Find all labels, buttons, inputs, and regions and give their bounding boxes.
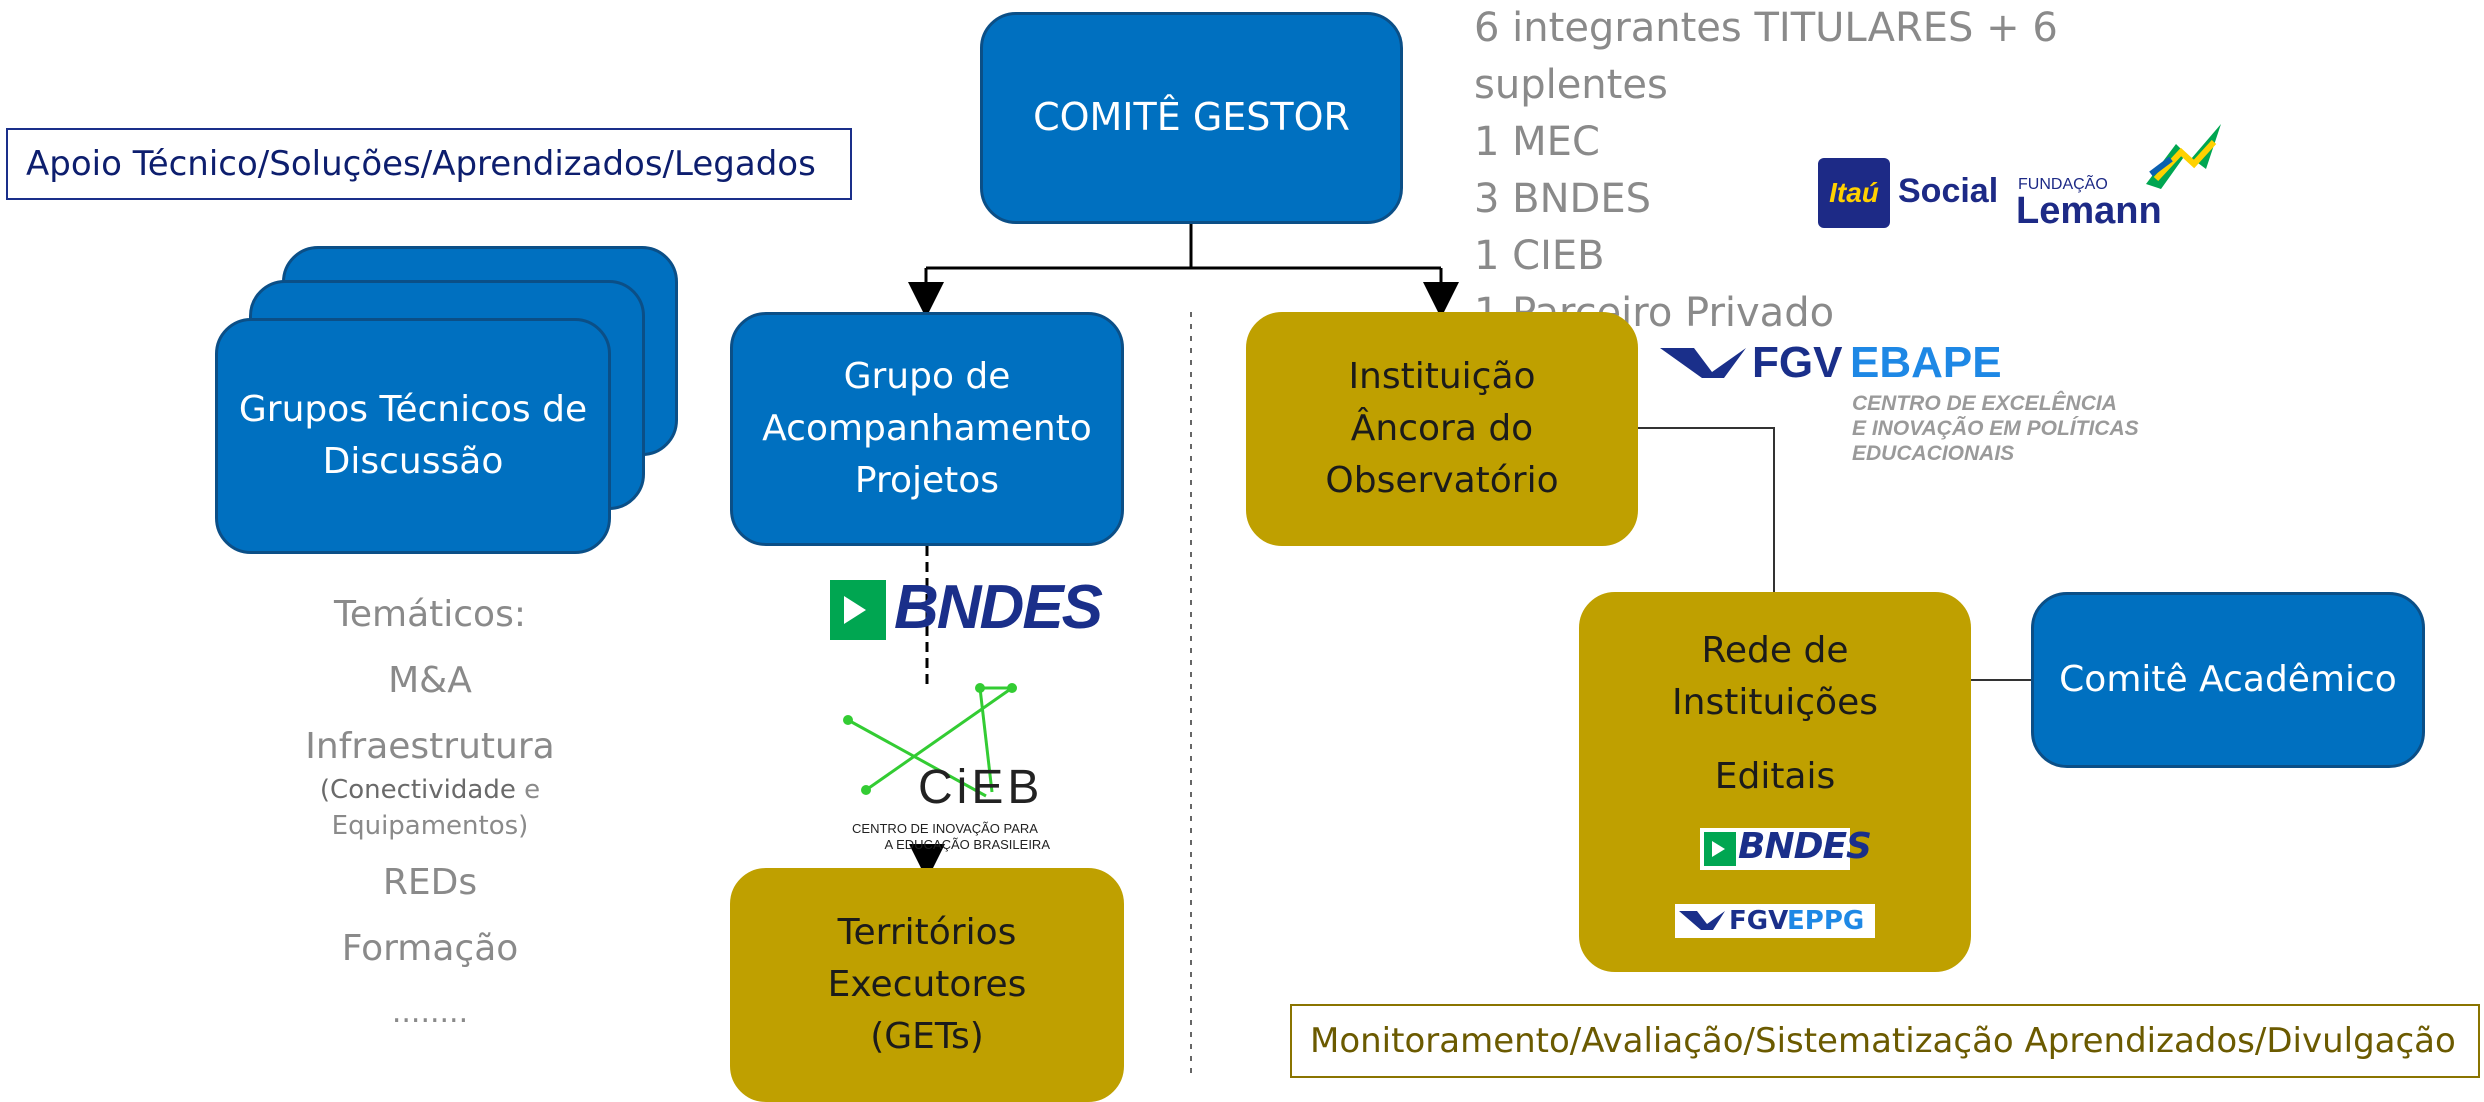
tematico-infra-detail: (Conectividade e: [250, 772, 610, 808]
comite-academico-box: Comitê Acadêmico: [2031, 592, 2425, 768]
apoio-tecnico-text: Apoio Técnico/Soluções/Aprendizados/Lega…: [26, 144, 816, 184]
tematico-infra-detail-b: e: [515, 775, 541, 805]
apoio-tecnico-label: Apoio Técnico/Soluções/Aprendizados/Lega…: [6, 128, 852, 200]
social-logo-text: Social: [1898, 172, 1999, 210]
composicao-item: 6 integrantes TITULARES + 6 suplentes: [1474, 5, 2058, 108]
grupos-tecnicos-box: Grupos Técnicos de Discussão: [215, 318, 611, 554]
itau-social-logo: Itaú Social: [1818, 158, 1998, 228]
ebape-text: EBAPE: [1850, 338, 2002, 387]
cieb-logo: CiEB CENTRO DE INOVAÇÃO PARA A EDUCAÇÃO …: [840, 680, 1050, 856]
tematico-infra: Infraestrutura: [305, 726, 555, 767]
tematico-reds: REDs: [382, 862, 478, 903]
monitoramento-label: Monitoramento/Avaliação/Sistematização A…: [1290, 1004, 2480, 1078]
instituicao-ancora-label: Instituição Âncora do Observatório: [1325, 355, 1559, 502]
bndes-logo-text: BNDES: [894, 573, 1103, 642]
fgv-eppg-logo: FGV EPPG: [1675, 903, 1875, 938]
composicao-list: 6 integrantes TITULARES + 6 suplentes 1 …: [1474, 0, 2234, 342]
lemann-small-text: FUNDAÇÃO: [2018, 176, 2108, 193]
composicao-item: 1 CIEB: [1474, 233, 1605, 279]
comite-academico-label: Comitê Acadêmico: [2059, 658, 2397, 700]
ebape-sub-1: CENTRO DE EXCELÊNCIA: [1852, 392, 2117, 415]
lemann-leaf-icon: [2146, 124, 2221, 189]
bndes-logo-small: BNDES: [1700, 826, 1872, 870]
cieb-network-icon: [843, 683, 1017, 798]
comite-gestor-box: COMITÊ GESTOR: [980, 12, 1403, 224]
rede-instituicoes-box: Rede de Instituições Editais BNDES FGV E…: [1579, 592, 1971, 972]
composicao-item: 1 MEC: [1474, 119, 1600, 165]
fgv-eppg-chevron-icon: [1679, 910, 1725, 930]
cieb-logo-text: CiEB: [918, 761, 1044, 814]
comite-gestor-label: COMITÊ GESTOR: [1033, 95, 1350, 140]
cieb-sub-2: A EDUCAÇÃO BRASILEIRA: [884, 837, 1050, 852]
monitoramento-text: Monitoramento/Avaliação/Sistematização A…: [1310, 1021, 2456, 1061]
ebape-sub-3: EDUCACIONAIS: [1852, 442, 2015, 465]
tematico-formacao: Formação: [341, 928, 519, 969]
grupo-acompanhamento-box: Grupo de Acompanhamento Projetos: [730, 312, 1124, 546]
rede-instituicoes-label: Rede de Instituições: [1672, 630, 1878, 724]
connector-instituicao-rede: [1638, 427, 1775, 592]
fgv-text: FGV: [1752, 338, 1843, 387]
ebape-sub-2: E INOVAÇÃO EM POLÍTICAS: [1852, 417, 2139, 440]
bndes-logo: BNDES: [830, 573, 1103, 644]
grupo-acompanhamento-label: Grupo de Acompanhamento Projetos: [762, 355, 1092, 502]
fgv-eppg-text: EPPG: [1787, 905, 1865, 936]
tematicos-title: Temáticos:: [334, 594, 526, 635]
bndes-small-icon: [1704, 831, 1736, 866]
instituicao-ancora-box: Instituição Âncora do Observatório: [1246, 312, 1638, 546]
tematico-m-a: M&A: [388, 660, 472, 701]
territorios-box: Territórios Executores (GETs): [730, 868, 1124, 1102]
bndes-logo-icon: [830, 580, 886, 640]
fgv-ebape-logo: FGV EBAPE CENTRO DE EXCELÊNCIA E INOVAÇÃ…: [1660, 338, 2180, 472]
lemann-big-text: Lemann: [2016, 190, 2162, 232]
itau-logo-text: Itaú: [1829, 177, 1879, 208]
lemann-logo: FUNDAÇÃO Lemann: [2016, 124, 2221, 234]
editais-label: Editais: [1714, 756, 1836, 798]
bndes-small-text: BNDES: [1738, 825, 1872, 867]
tematico-infra-detail-2: Equipamentos): [331, 811, 529, 841]
tematico-infra-detail-a: (Conectividade: [319, 775, 516, 805]
fgv-eppg-fgv-text: FGV: [1729, 905, 1789, 936]
fgv-chevron-icon: [1660, 348, 1746, 378]
itau-logo-box: Itaú: [1818, 158, 1890, 228]
cieb-sub-1: CENTRO DE INOVAÇÃO PARA: [852, 821, 1038, 836]
tematico-ellipsis: ........: [391, 995, 469, 1030]
grupos-tecnicos-label: Grupos Técnicos de Discussão: [238, 388, 588, 482]
territorios-label: Territórios Executores (GETs): [827, 911, 1027, 1058]
composicao-item: 3 BNDES: [1474, 176, 1651, 222]
tematicos-list: Temáticos: M&A Infraestrutura (Conectivi…: [250, 590, 610, 1038]
